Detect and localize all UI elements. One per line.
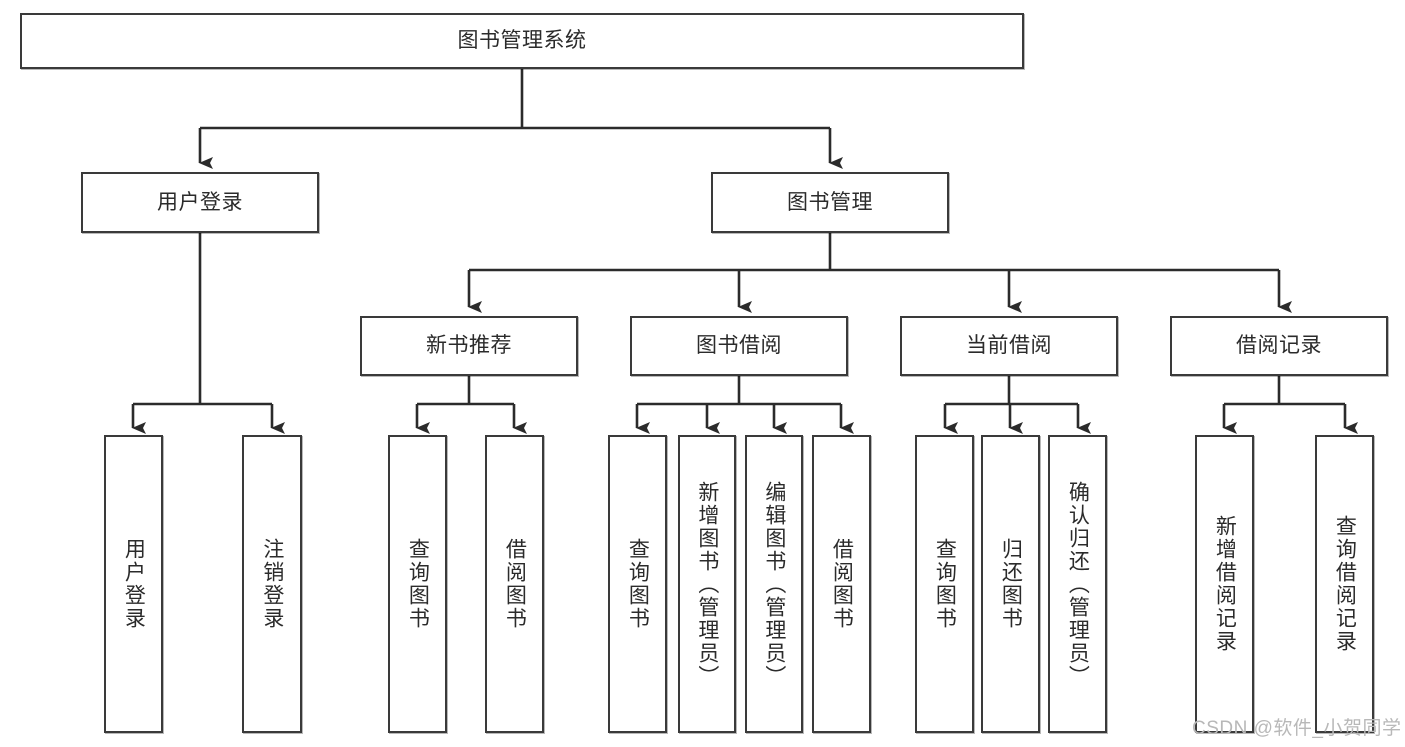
node-label: 查询图书 [406,538,430,630]
node-leaf-confirm-return-admin[interactable]: 确认归还（管理员） [1048,435,1107,733]
node-root-book-management-system[interactable]: 图书管理系统 [20,13,1024,69]
node-leaf-query-book-borrow[interactable]: 查询图书 [608,435,667,733]
node-label: 借阅图书 [830,538,854,630]
node-label: 归还图书 [999,538,1023,630]
node-leaf-add-borrow-record[interactable]: 新增借阅记录 [1195,435,1254,733]
node-label: 用户登录 [157,190,243,214]
node-label: 借阅记录 [1236,334,1322,358]
node-label: 新增借阅记录 [1213,515,1237,653]
node-label: 图书管理系统 [457,29,587,53]
node-label: 新增图书（管理员） [695,480,719,688]
node-leaf-add-book-admin[interactable]: 新增图书（管理员） [678,435,736,733]
node-user-login[interactable]: 用户登录 [81,172,319,233]
node-label: 借阅图书 [503,538,527,630]
node-label: 确认归还（管理员） [1066,480,1090,688]
node-leaf-borrow-book[interactable]: 借阅图书 [812,435,871,733]
node-leaf-user-login[interactable]: 用户登录 [104,435,163,733]
node-label: 查询借阅记录 [1333,515,1357,653]
node-label: 查询图书 [933,538,957,630]
node-leaf-query-book-recommend[interactable]: 查询图书 [388,435,447,733]
node-label: 图书管理 [787,190,873,214]
node-leaf-query-book-current[interactable]: 查询图书 [915,435,974,733]
node-label: 用户登录 [122,538,146,630]
node-leaf-query-borrow-record[interactable]: 查询借阅记录 [1315,435,1374,733]
node-book-management[interactable]: 图书管理 [711,172,949,233]
node-label: 查询图书 [626,538,650,630]
node-label: 新书推荐 [426,334,512,358]
node-leaf-return-book[interactable]: 归还图书 [981,435,1040,733]
node-label: 编辑图书（管理员） [762,480,786,688]
node-label: 图书借阅 [696,334,782,358]
node-leaf-edit-book-admin[interactable]: 编辑图书（管理员） [745,435,803,733]
watermark-text: CSDN @软件_小贺同学 [1192,718,1402,739]
node-label: 注销登录 [260,538,284,630]
node-current-borrow[interactable]: 当前借阅 [900,316,1118,376]
node-leaf-borrow-book-recommend[interactable]: 借阅图书 [485,435,544,733]
node-borrow-record[interactable]: 借阅记录 [1170,316,1388,376]
node-book-borrow[interactable]: 图书借阅 [630,316,848,376]
node-leaf-logout-login[interactable]: 注销登录 [242,435,302,733]
node-label: 当前借阅 [966,334,1052,358]
node-new-book-recommend[interactable]: 新书推荐 [360,316,578,376]
